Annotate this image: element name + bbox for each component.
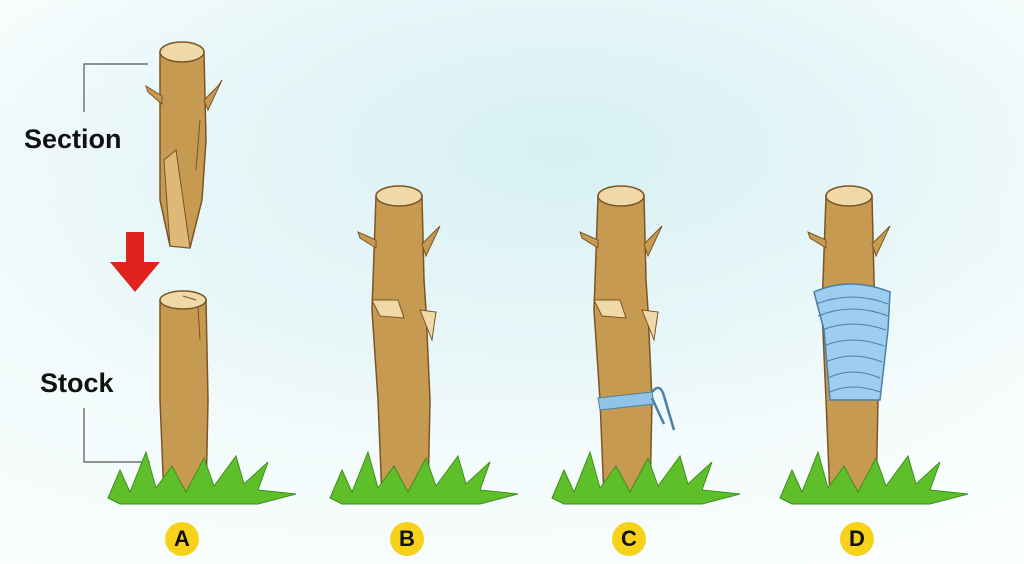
step-badge-d: D [840, 522, 874, 556]
step-badge-a: A [165, 522, 199, 556]
graft-b [357, 185, 441, 499]
down-arrow-icon [110, 232, 160, 292]
grass-c [551, 450, 741, 505]
section-label: Section [24, 124, 122, 154]
graft-d [807, 185, 891, 499]
step-badge-b: B [390, 522, 424, 556]
stock-bracket [83, 408, 150, 463]
section-bracket [83, 63, 148, 112]
grass-a [107, 450, 297, 505]
scion-section [145, 41, 223, 249]
grass-d [779, 450, 969, 505]
step-badge-c: C [612, 522, 646, 556]
grass-b [329, 450, 519, 505]
stock-label: Stock [40, 368, 114, 398]
graft-c [579, 185, 676, 499]
